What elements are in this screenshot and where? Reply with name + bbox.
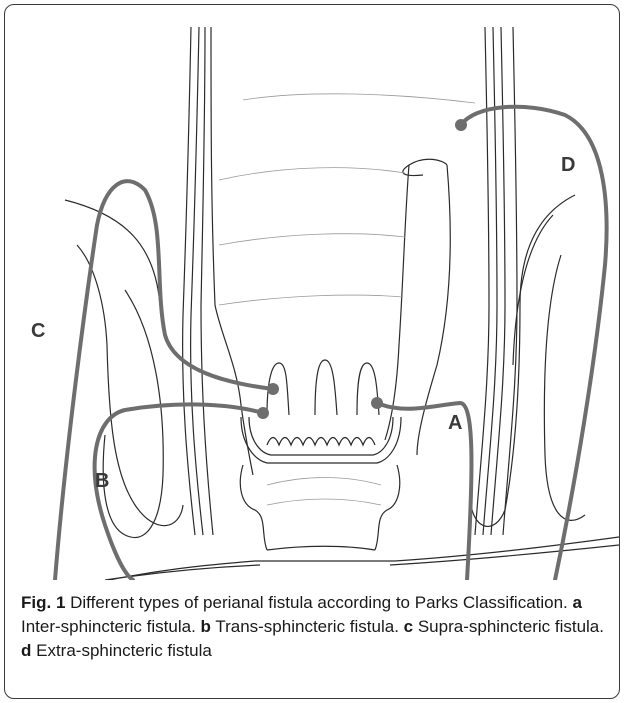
caption-key-c: c [404, 617, 413, 636]
caption-key-b: b [201, 617, 211, 636]
figure-frame: A B C D Fig. 1 Different types of perian… [4, 4, 620, 699]
fistula-openings [257, 119, 467, 419]
label-c: C [31, 320, 45, 342]
caption-text-d: Extra-sphincteric fistula [31, 641, 211, 660]
fistula-c-tract [55, 181, 273, 580]
figure-caption: Fig. 1 Different types of perianal fistu… [21, 591, 606, 663]
caption-key-d: d [21, 641, 31, 660]
label-a: A [448, 412, 462, 434]
opening-c-dot [267, 383, 279, 395]
caption-intro: Different types of perianal fistula acco… [65, 593, 572, 612]
caption-text-b: Trans-sphincteric fistula. [211, 617, 404, 636]
caption-text-a: Inter-sphincteric fistula. [21, 617, 201, 636]
caption-text-c: Supra-sphincteric fistula. [413, 617, 604, 636]
label-d: D [561, 154, 575, 176]
caption-key-a: a [573, 593, 582, 612]
fistula-b-tract [95, 404, 263, 580]
opening-a-dot [371, 397, 383, 409]
fistula-d-tract [461, 107, 607, 580]
opening-d-dot [455, 119, 467, 131]
caption-fig-label: Fig. 1 [21, 593, 65, 612]
anorectal-anatomy-diagram: A B C D [5, 5, 619, 580]
opening-b-dot [257, 407, 269, 419]
label-b: B [95, 470, 109, 492]
